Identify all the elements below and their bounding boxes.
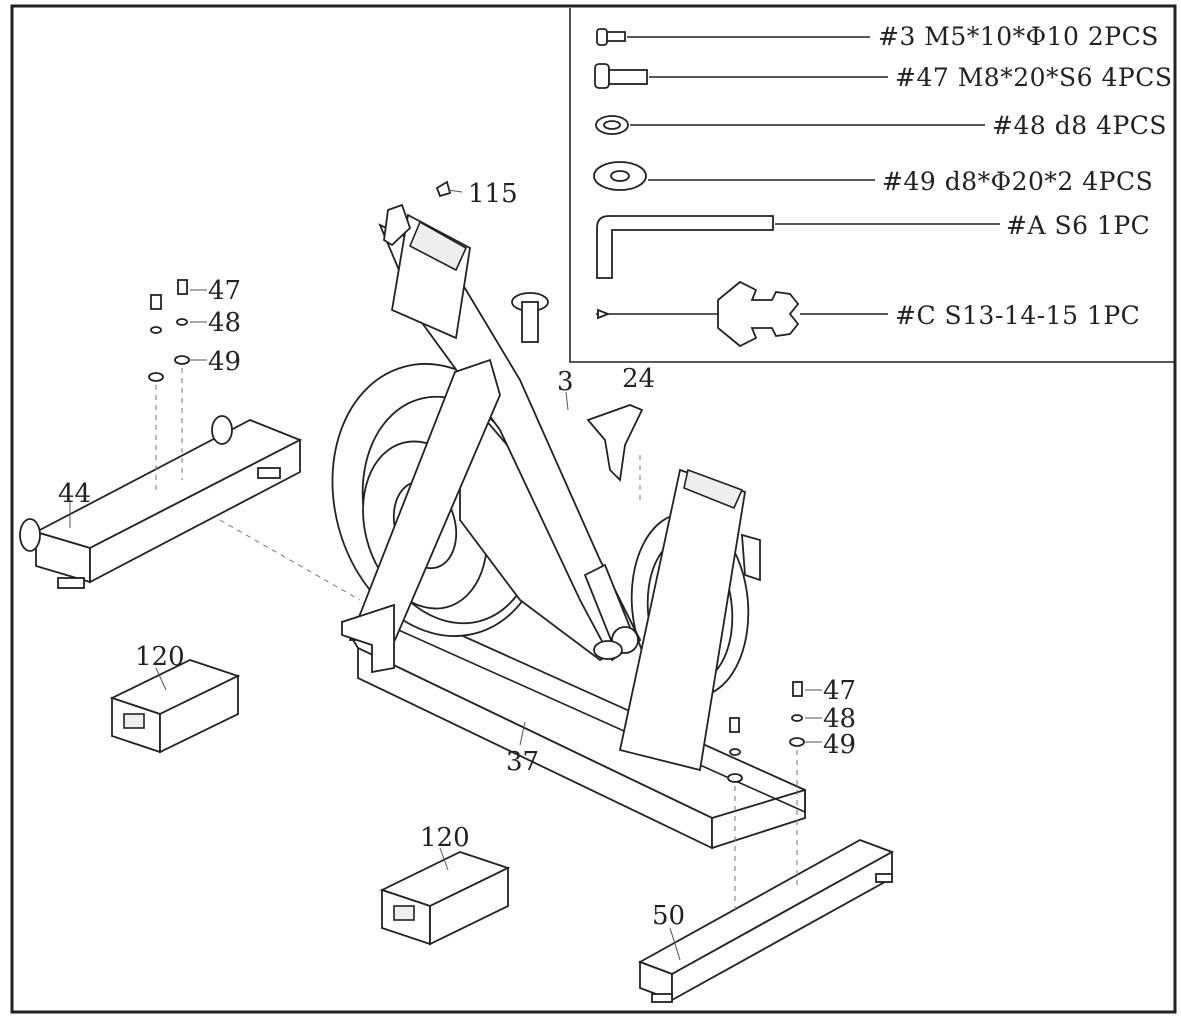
allen-bolt-icon — [594, 63, 648, 89]
bike-assembly-drawing — [219, 180, 806, 850]
hardware-item-2: #47 M8*20*S6 4PCS — [895, 63, 1172, 92]
seat-post-upper — [383, 203, 471, 340]
allen-key-icon — [596, 215, 774, 279]
left-hardware-stack — [148, 279, 207, 495]
part-label-120-bottom: 120 — [420, 823, 470, 853]
part-label-120-left: 120 — [135, 642, 185, 672]
right-label-48: 48 — [823, 704, 856, 734]
foot-pad-120-bottom — [379, 851, 511, 946]
flat-washer-icon — [593, 161, 647, 191]
part-label-37: 37 — [506, 747, 539, 777]
adjust-knob — [511, 292, 549, 343]
front-stabilizer-44 — [19, 415, 303, 589]
hardware-panel: #3 M5*10*Φ10 2PCS #47 M8*20*S6 4PCS #48 … — [569, 8, 1175, 363]
crank-arm — [583, 563, 639, 660]
bolt-icon — [596, 28, 626, 46]
diagram-border — [10, 4, 1177, 1014]
bracket-24 — [586, 404, 644, 482]
foot-pad-120-left — [109, 659, 241, 754]
left-label-47: 47 — [208, 276, 241, 306]
spring-washer-icon — [595, 115, 629, 135]
rear-stabilizer-50 — [637, 839, 895, 1003]
left-label-49: 49 — [208, 347, 241, 377]
rear-upright — [618, 468, 761, 772]
part-label-115: 115 — [468, 179, 518, 209]
part-label-3: 3 — [557, 367, 574, 397]
hardware-item-5: #A S6 1PC — [1006, 211, 1150, 240]
hardware-item-6: #C S13-14-15 1PC — [895, 301, 1140, 330]
part-label-24: 24 — [622, 364, 655, 394]
bolt-115 — [435, 180, 452, 198]
part-label-50: 50 — [652, 901, 685, 931]
part-label-44: 44 — [58, 479, 91, 509]
right-label-47: 47 — [823, 676, 856, 706]
right-hardware-stack — [727, 681, 822, 915]
multi-wrench-icon — [596, 280, 800, 348]
front-stem — [341, 358, 501, 674]
hardware-item-4: #49 d8*Φ20*2 4PCS — [882, 167, 1153, 196]
hardware-item-1: #3 M5*10*Φ10 2PCS — [878, 22, 1159, 51]
right-label-49: 49 — [823, 730, 856, 760]
hardware-panel-border — [569, 8, 1175, 363]
hardware-item-3: #48 d8 4PCS — [992, 111, 1167, 140]
left-label-48: 48 — [208, 308, 241, 338]
